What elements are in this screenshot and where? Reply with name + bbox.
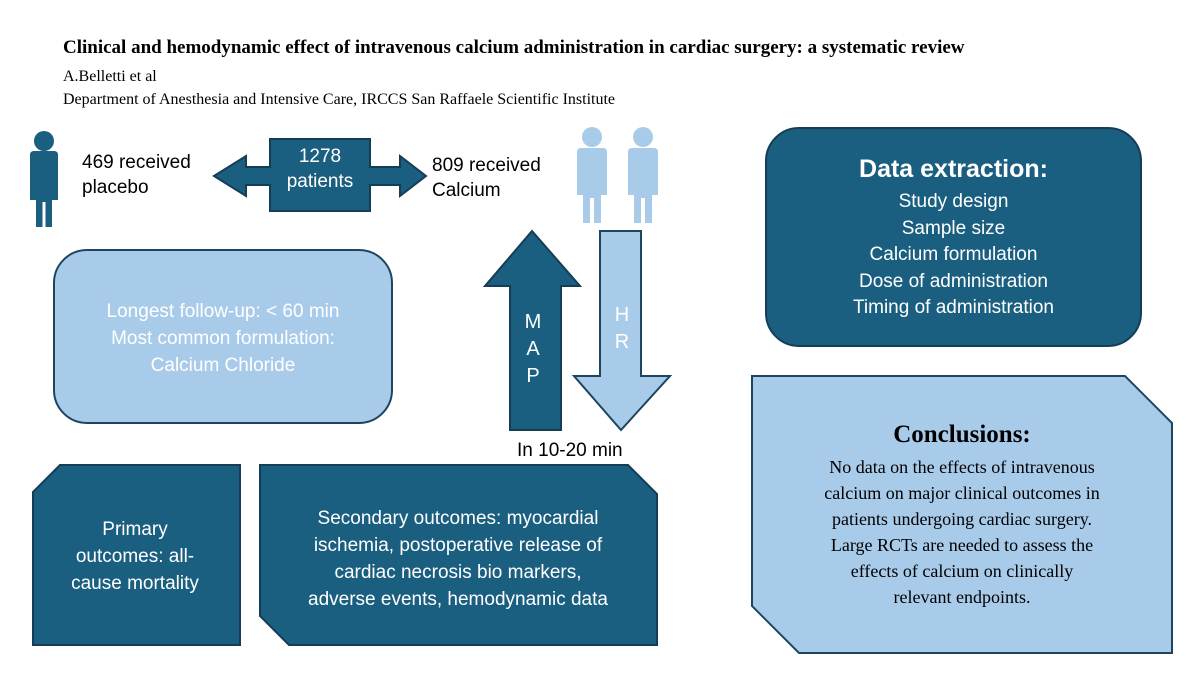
conclusions-line: No data on the effects of intravenous xyxy=(829,457,1095,477)
extraction-list: Study design Sample size Calcium formula… xyxy=(765,189,1142,322)
map-letter: M xyxy=(524,311,542,333)
page-title: Clinical and hemodynamic effect of intra… xyxy=(63,37,965,58)
conclusions-line: calcium on major clinical outcomes in xyxy=(824,483,1100,503)
secondary-outcomes-text: Secondary outcomes: myocardial ischemia,… xyxy=(268,505,648,613)
extraction-title: Data extraction: xyxy=(859,155,1048,183)
extraction-item: Study design xyxy=(898,191,1009,212)
people-icon xyxy=(577,127,658,223)
secondary-line: adverse events, hemodynamic data xyxy=(308,589,608,610)
extraction-item: Dose of administration xyxy=(858,270,1049,292)
extraction-item: Sample size xyxy=(901,217,1006,239)
authors: A.Belletti et al xyxy=(63,68,157,85)
summary-line: Most common formulation: xyxy=(111,328,335,349)
double-arrow xyxy=(212,138,428,212)
hr-letter: H xyxy=(614,304,630,326)
calcium-label: 809 received Calcium xyxy=(432,153,541,203)
map-up-arrow xyxy=(482,229,583,431)
extraction-item: Calcium formulation xyxy=(869,244,1038,265)
secondary-box xyxy=(259,464,658,646)
hr-down-arrow xyxy=(571,230,673,432)
timing-label: In 10-20 min xyxy=(517,440,623,461)
calcium-line: 809 received xyxy=(432,155,541,176)
primary-box xyxy=(32,464,241,646)
map-letter: P xyxy=(526,365,540,387)
primary-line: cause mortality xyxy=(71,573,199,594)
total-line: 1278 xyxy=(298,146,342,167)
summary-line: Calcium Chloride xyxy=(150,355,296,376)
map-letter: A xyxy=(526,338,540,360)
total-patients-label: 1278 patients xyxy=(270,144,370,194)
total-line: patients xyxy=(286,171,354,192)
hr-letter: R xyxy=(614,331,630,353)
primary-line: outcomes: all- xyxy=(75,546,195,567)
conclusions-line: patients undergoing cardiac surgery. xyxy=(831,509,1093,529)
secondary-line: ischemia, postoperative release of xyxy=(313,535,603,556)
calcium-line: Calcium xyxy=(432,180,501,201)
conclusions-line: Large RCTs are needed to assess the xyxy=(830,535,1094,555)
conclusions-line: effects of calcium on clinically xyxy=(850,561,1074,581)
conclusions-title: Conclusions: xyxy=(893,421,1031,448)
conclusions-body: No data on the effects of intravenous ca… xyxy=(762,454,1162,610)
department: Department of Anesthesia and Intensive C… xyxy=(63,91,616,108)
primary-line: Primary xyxy=(102,519,168,540)
person-icon xyxy=(30,131,58,227)
extraction-item: Timing of administration xyxy=(853,297,1054,318)
map-label: M A P xyxy=(518,309,548,390)
conclusions-line: relevant endpoints. xyxy=(893,587,1031,607)
placebo-line: placebo xyxy=(82,177,149,198)
placebo-label: 469 received placebo xyxy=(82,150,191,200)
summary-text: Longest follow-up: < 60 min Most common … xyxy=(53,298,393,379)
summary-line: Longest follow-up: < 60 min xyxy=(106,301,340,322)
secondary-line: cardiac necrosis bio markers, xyxy=(334,562,582,583)
placebo-line: 469 received xyxy=(82,152,191,173)
secondary-line: Secondary outcomes: myocardial xyxy=(317,508,599,529)
conclusions-box xyxy=(751,375,1173,654)
summary-box xyxy=(53,249,393,424)
primary-outcomes-text: Primary outcomes: all- cause mortality xyxy=(45,516,225,597)
hr-label: H R xyxy=(607,302,637,356)
extraction-box xyxy=(765,127,1142,347)
